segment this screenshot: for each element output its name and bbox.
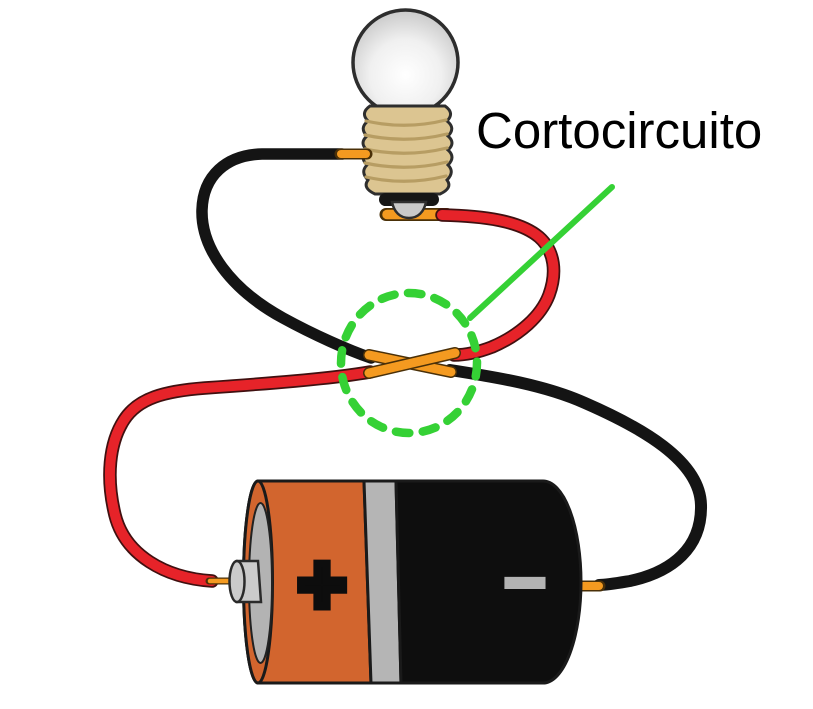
- battery-body-black: [394, 479, 583, 685]
- crossing-copper-red: [364, 348, 460, 378]
- battery-negative-symbol: −: [503, 541, 546, 624]
- wire-red-battery: [104, 367, 375, 586]
- wire-black-bulb: [196, 148, 377, 364]
- short-circuit-label: Cortocircuito: [476, 102, 763, 159]
- bulb-tip: [390, 200, 428, 220]
- short-circuit-highlight-circle: [336, 288, 482, 438]
- pointer-line: [467, 184, 615, 321]
- battery: + −: [228, 479, 583, 685]
- short-circuit-crossing: [363, 347, 461, 379]
- bulb-glass: [351, 8, 460, 117]
- battery-positive-terminal-cap: [228, 559, 246, 604]
- wire-red-bulb: [437, 210, 559, 360]
- wire-black-battery: [444, 364, 708, 591]
- battery-positive-symbol: +: [297, 537, 346, 631]
- bulb-thread-lines: [363, 118, 449, 183]
